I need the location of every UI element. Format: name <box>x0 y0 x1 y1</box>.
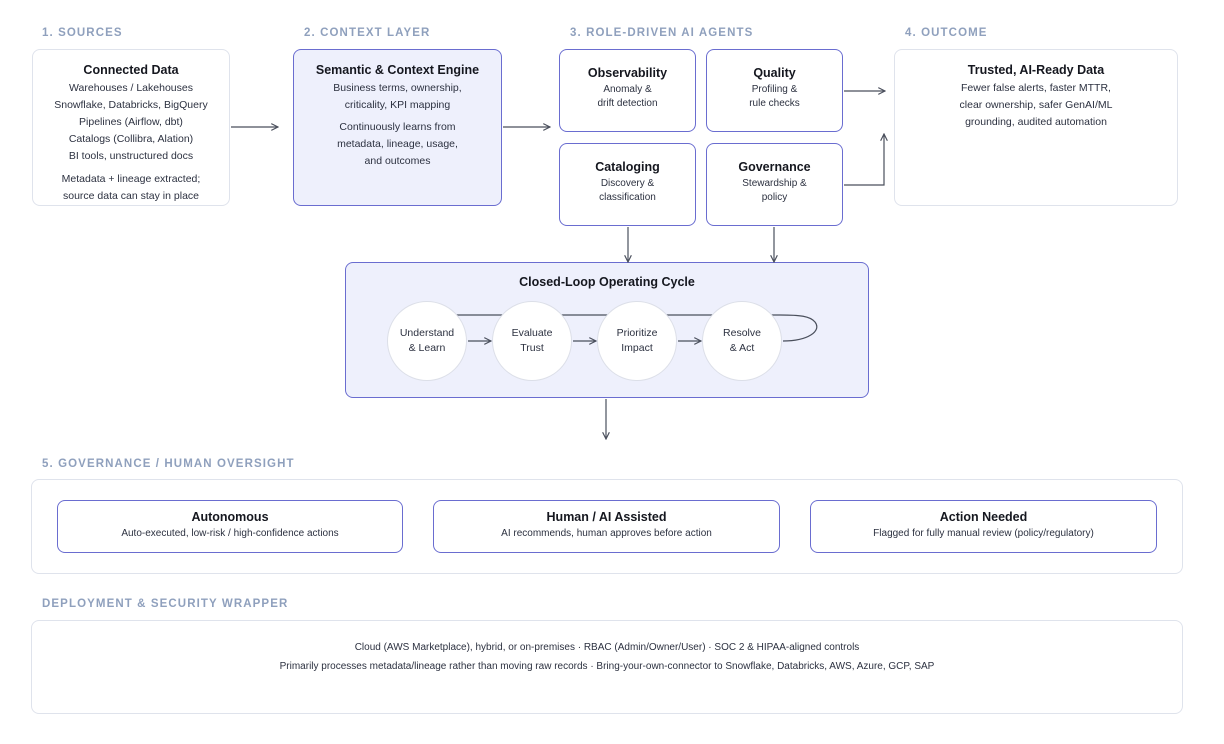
deployment-line-1: Cloud (AWS Marketplace), hybrid, or on-p… <box>354 642 860 653</box>
arrow-governance-to-outcome <box>844 134 884 186</box>
cycle-step-label: Impact <box>621 342 653 354</box>
agent-cataloging-line: classification <box>599 192 656 203</box>
oversight-assisted-title: Human / AI Assisted <box>546 510 667 524</box>
agent-cataloging-title: Cataloging <box>595 160 660 174</box>
oversight-action-needed-box: Action Needed Flagged for fully manual r… <box>810 500 1157 553</box>
sources-box: Connected Data Warehouses / Lakehouses S… <box>32 49 230 206</box>
cycle-step-prioritize-impact: Prioritize Impact <box>597 301 677 381</box>
agent-quality-box: Quality Profiling & rule checks <box>706 49 843 132</box>
oversight-autonomous-title: Autonomous <box>191 510 269 524</box>
agent-governance-box: Governance Stewardship & policy <box>706 143 843 226</box>
sources-title: Connected Data <box>83 63 179 77</box>
closed-loop-cycle-title: Closed-Loop Operating Cycle <box>519 275 695 289</box>
oversight-autonomous-desc: Auto-executed, low-risk / high-confidenc… <box>121 528 339 539</box>
outcome-line: clear ownership, safer GenAI/ML <box>959 99 1113 111</box>
sources-item: Pipelines (Airflow, dbt) <box>79 116 183 128</box>
oversight-action-needed-title: Action Needed <box>939 510 1028 524</box>
oversight-action-needed-desc: Flagged for fully manual review (policy/… <box>873 528 1094 539</box>
agent-cataloging-box: Cataloging Discovery & classification <box>559 143 696 226</box>
cycle-step-label: Evaluate <box>511 327 553 339</box>
section-label-agents: 3. ROLE-DRIVEN AI AGENTS <box>570 27 754 39</box>
agent-observability-line: Anomaly & <box>603 84 652 95</box>
cycle-step-understand-learn: Understand & Learn <box>387 301 467 381</box>
cycle-step-evaluate-trust: Evaluate Trust <box>492 301 572 381</box>
section-label-governance: 5. GOVERNANCE / HUMAN OVERSIGHT <box>42 458 295 470</box>
outcome-line: Fewer false alerts, faster MTTR, <box>961 82 1111 94</box>
section-label-sources: 1. SOURCES <box>42 27 123 39</box>
sources-item: Warehouses / Lakehouses <box>69 82 193 94</box>
deployment-box: Cloud (AWS Marketplace), hybrid, or on-p… <box>31 620 1183 714</box>
cycle-step-resolve-act: Resolve & Act <box>702 301 782 381</box>
sources-item: Snowflake, Databricks, BigQuery <box>54 99 208 111</box>
agent-cataloging-line: Discovery & <box>600 178 655 189</box>
section-label-context: 2. CONTEXT LAYER <box>304 27 431 39</box>
context-line: Continuously learns from <box>339 121 456 133</box>
cycle-step-label: & Learn <box>408 342 446 354</box>
outcome-box: Trusted, AI-Ready Data Fewer false alert… <box>894 49 1178 206</box>
context-line: Business terms, ownership, <box>333 82 462 94</box>
section-label-outcome: 4. OUTCOME <box>905 27 988 39</box>
agent-governance-title: Governance <box>738 160 811 174</box>
cycle-step-label: Prioritize <box>616 327 658 339</box>
outcome-line: grounding, audited automation <box>965 116 1107 128</box>
agent-governance-line: policy <box>761 192 788 203</box>
context-line: metadata, lineage, usage, <box>337 138 458 150</box>
cycle-step-label: Understand <box>399 327 455 339</box>
oversight-assisted-desc: AI recommends, human approves before act… <box>501 528 712 539</box>
oversight-autonomous-box: Autonomous Auto-executed, low-risk / hig… <box>57 500 403 553</box>
agent-quality-line: rule checks <box>749 98 800 109</box>
sources-item: BI tools, unstructured docs <box>68 150 194 162</box>
outcome-title: Trusted, AI-Ready Data <box>967 63 1105 77</box>
sources-note: source data can stay in place <box>63 190 199 202</box>
context-engine-title: Semantic & Context Engine <box>315 63 480 77</box>
cycle-step-label: & Act <box>729 342 755 354</box>
agent-quality-title: Quality <box>753 66 796 80</box>
context-line: and outcomes <box>364 155 431 167</box>
deployment-line-2: Primarily processes metadata/lineage rat… <box>279 661 935 672</box>
cycle-step-label: Resolve <box>723 327 761 339</box>
oversight-assisted-box: Human / AI Assisted AI recommends, human… <box>433 500 780 553</box>
sources-item: Catalogs (Collibra, Alation) <box>68 133 194 145</box>
agent-governance-line: Stewardship & <box>742 178 807 189</box>
agent-observability-box: Observability Anomaly & drift detection <box>559 49 696 132</box>
agent-quality-line: Profiling & <box>751 84 798 95</box>
sources-note: Metadata + lineage extracted; <box>61 173 201 185</box>
context-line: criticality, KPI mapping <box>344 99 451 111</box>
context-engine-box: Semantic & Context Engine Business terms… <box>293 49 502 206</box>
cycle-step-label: Trust <box>520 342 544 354</box>
section-label-deployment: DEPLOYMENT & SECURITY WRAPPER <box>42 598 289 610</box>
agent-observability-line: drift detection <box>597 98 658 109</box>
agent-observability-title: Observability <box>587 66 668 80</box>
